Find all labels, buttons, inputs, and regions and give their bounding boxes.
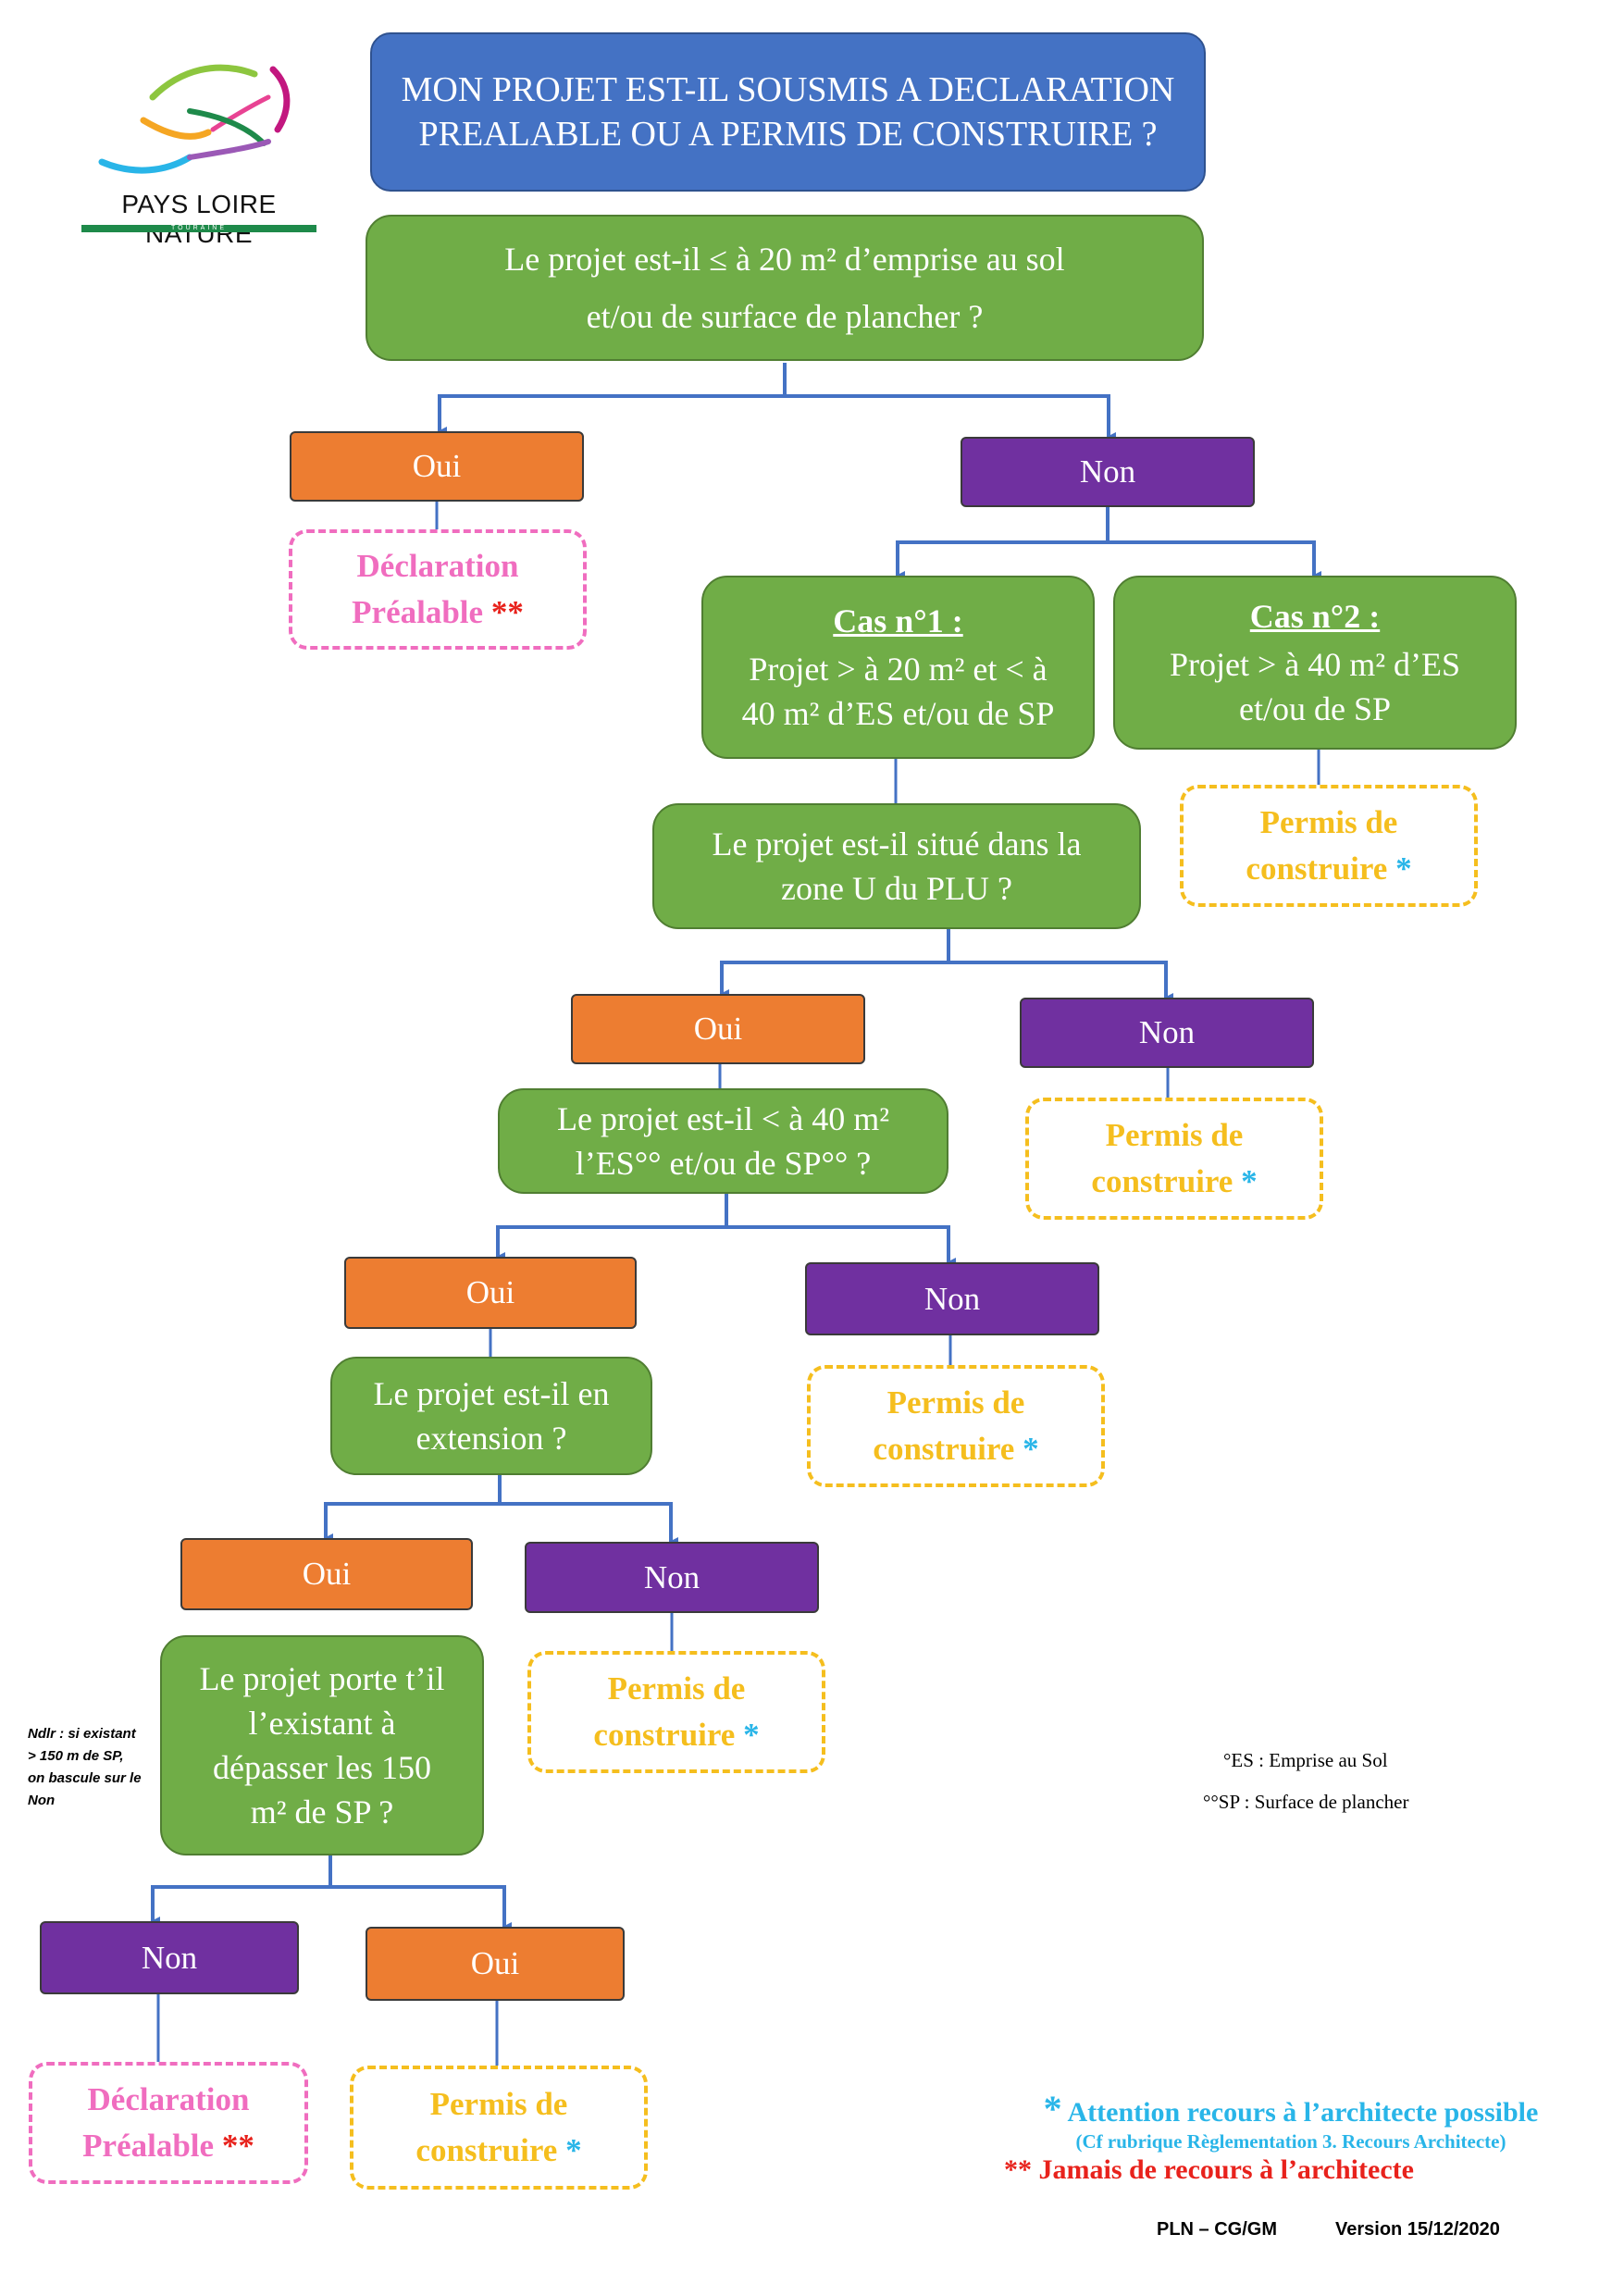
declaration-line2: Préalable ** [82,2128,254,2164]
abbr-es: °ES : Emprise au Sol [1223,1749,1388,1771]
outcome-permis-5: Permis de construire * [350,2066,648,2190]
case-1-line1: Projet > à 20 m² et < à [749,651,1048,688]
answer-non-5: Non [40,1921,299,1994]
star-icon: * [1043,2088,1062,2129]
declaration-line2: Préalable ** [352,594,524,630]
q1-line1: Le projet est-il ≤ à 20 m² d’emprise au … [504,241,1065,278]
outcome-permis-4: Permis de construire * [527,1651,825,1773]
outcome-declaration-1: Déclaration Préalable ** [289,529,587,650]
logo-bar [81,225,316,232]
answer-oui-1: Oui [290,431,584,502]
q5-line3: dépasser les 150 [213,1749,431,1786]
logo-mark [98,64,291,174]
note-line4: Non [28,1793,56,1808]
question-moins-40: Le projet est-il < à 40 m² l’ES°° et/ou … [498,1088,948,1194]
legend-architect-sub: (Cf rubrique Règlementation 3. Recours A… [1075,2130,1506,2153]
double-star-icon: ** [221,2128,254,2164]
case-2-line2: et/ou de SP [1238,690,1391,727]
editor-note: Ndlr : si existant > 150 m de SP, on bas… [28,1723,142,1812]
outcome-declaration-2: Déclaration Préalable ** [29,2062,308,2184]
note-line2: > 150 m de SP, [28,1748,124,1764]
footer-author: PLN – CG/GM [1157,2219,1278,2240]
declaration-line1: Déclaration [356,548,519,584]
permis-line1: Permis de [1105,1117,1244,1153]
q4-line1: Le projet est-il en [373,1375,610,1412]
star-icon: * [565,2132,582,2168]
q5-line1: Le projet porte t’il [199,1660,445,1697]
case-2: Cas n°2 : Projet > à 40 m² d’ES et/ou de… [1113,576,1517,750]
permis-line2: construire * [415,2132,582,2168]
q4-line2: extension ? [415,1420,567,1457]
star-icon: * [743,1717,760,1753]
q2-line1: Le projet est-il situé dans la [712,825,1082,863]
answer-non-4: Non [525,1542,819,1613]
q3-line1: Le projet est-il < à 40 m² [557,1100,889,1137]
answer-non-2: Non [1020,998,1314,1068]
logo-name: PAYS LOIRE NATURE [121,190,277,248]
logo-sub: TOURAINE [170,225,228,231]
footer-version: Version 15/12/2020 [1335,2219,1500,2240]
note-line1: Ndlr : si existant [28,1726,136,1742]
permis-line2: construire * [1246,850,1412,887]
q1-line2: et/ou de surface de plancher ? [586,298,984,335]
case-2-title: Cas n°2 : [1249,598,1381,635]
question-emprise-20: Le projet est-il ≤ à 20 m² d’emprise au … [366,215,1204,361]
abbr-sp: °°SP : Surface de plancher [1203,1791,1409,1813]
q3-line2: l’ES°° et/ou de SP°° ? [575,1145,872,1182]
legend-architect-never-text: Jamais de recours à l’architecte [1038,2154,1414,2185]
legend-architect-possible: * Attention recours à l’architecte possi… [1004,2087,1578,2153]
question-extension: Le projet est-il en extension ? [330,1357,652,1475]
outcome-permis-2: Permis de construire * [1025,1098,1323,1220]
permis-line2: construire * [593,1717,760,1753]
outcome-permis-1: Permis de construire * [1180,785,1478,907]
star-icon: * [1023,1431,1039,1467]
answer-oui-3: Oui [344,1257,637,1329]
permis-line1: Permis de [1259,804,1398,840]
page-title: MON PROJET EST-IL SOUSMIS A DECLARATION … [370,32,1206,192]
q2-line2: zone U du PLU ? [781,870,1012,907]
double-star-icon: ** [490,594,524,630]
case-2-line1: Projet > à 40 m² d’ES [1169,646,1461,683]
question-existant-150: Le projet porte t’il l’existant à dépass… [160,1635,484,1855]
case-1-line2: 40 m² d’ES et/ou de SP [741,695,1055,732]
title-line2: PREALABLE OU A PERMIS DE CONSTRUIRE ? [418,115,1158,154]
permis-line2: construire * [1091,1163,1258,1199]
declaration-line1: Déclaration [87,2081,250,2117]
question-zone-u: Le projet est-il situé dans la zone U du… [652,803,1141,929]
star-icon: * [1241,1163,1258,1199]
permis-line1: Permis de [429,2086,568,2122]
permis-line2: construire * [873,1431,1039,1467]
case-1: Cas n°1 : Projet > à 20 m² et < à 40 m² … [701,576,1095,759]
answer-oui-5: Oui [366,1927,625,2001]
answer-oui-4: Oui [180,1538,473,1610]
answer-non-1: Non [961,437,1255,507]
q5-line4: m² de SP ? [250,1793,394,1831]
double-star-icon: ** [1004,2154,1032,2185]
q5-line2: l’existant à [248,1705,396,1742]
answer-non-3: Non [805,1262,1099,1335]
note-line3: on bascule sur le [28,1770,142,1786]
title-line1: MON PROJET EST-IL SOUSMIS A DECLARATION [401,70,1175,109]
legend-architect-possible-text: Attention recours à l’architecte possibl… [1067,2097,1539,2128]
outcome-permis-3: Permis de construire * [807,1365,1105,1487]
case-1-title: Cas n°1 : [833,602,963,639]
answer-oui-2: Oui [571,994,865,1064]
star-icon: * [1395,850,1412,887]
permis-line1: Permis de [607,1670,746,1706]
permis-line1: Permis de [886,1384,1025,1421]
legend-architect-never: ** Jamais de recours à l’architecte [1004,2154,1414,2186]
